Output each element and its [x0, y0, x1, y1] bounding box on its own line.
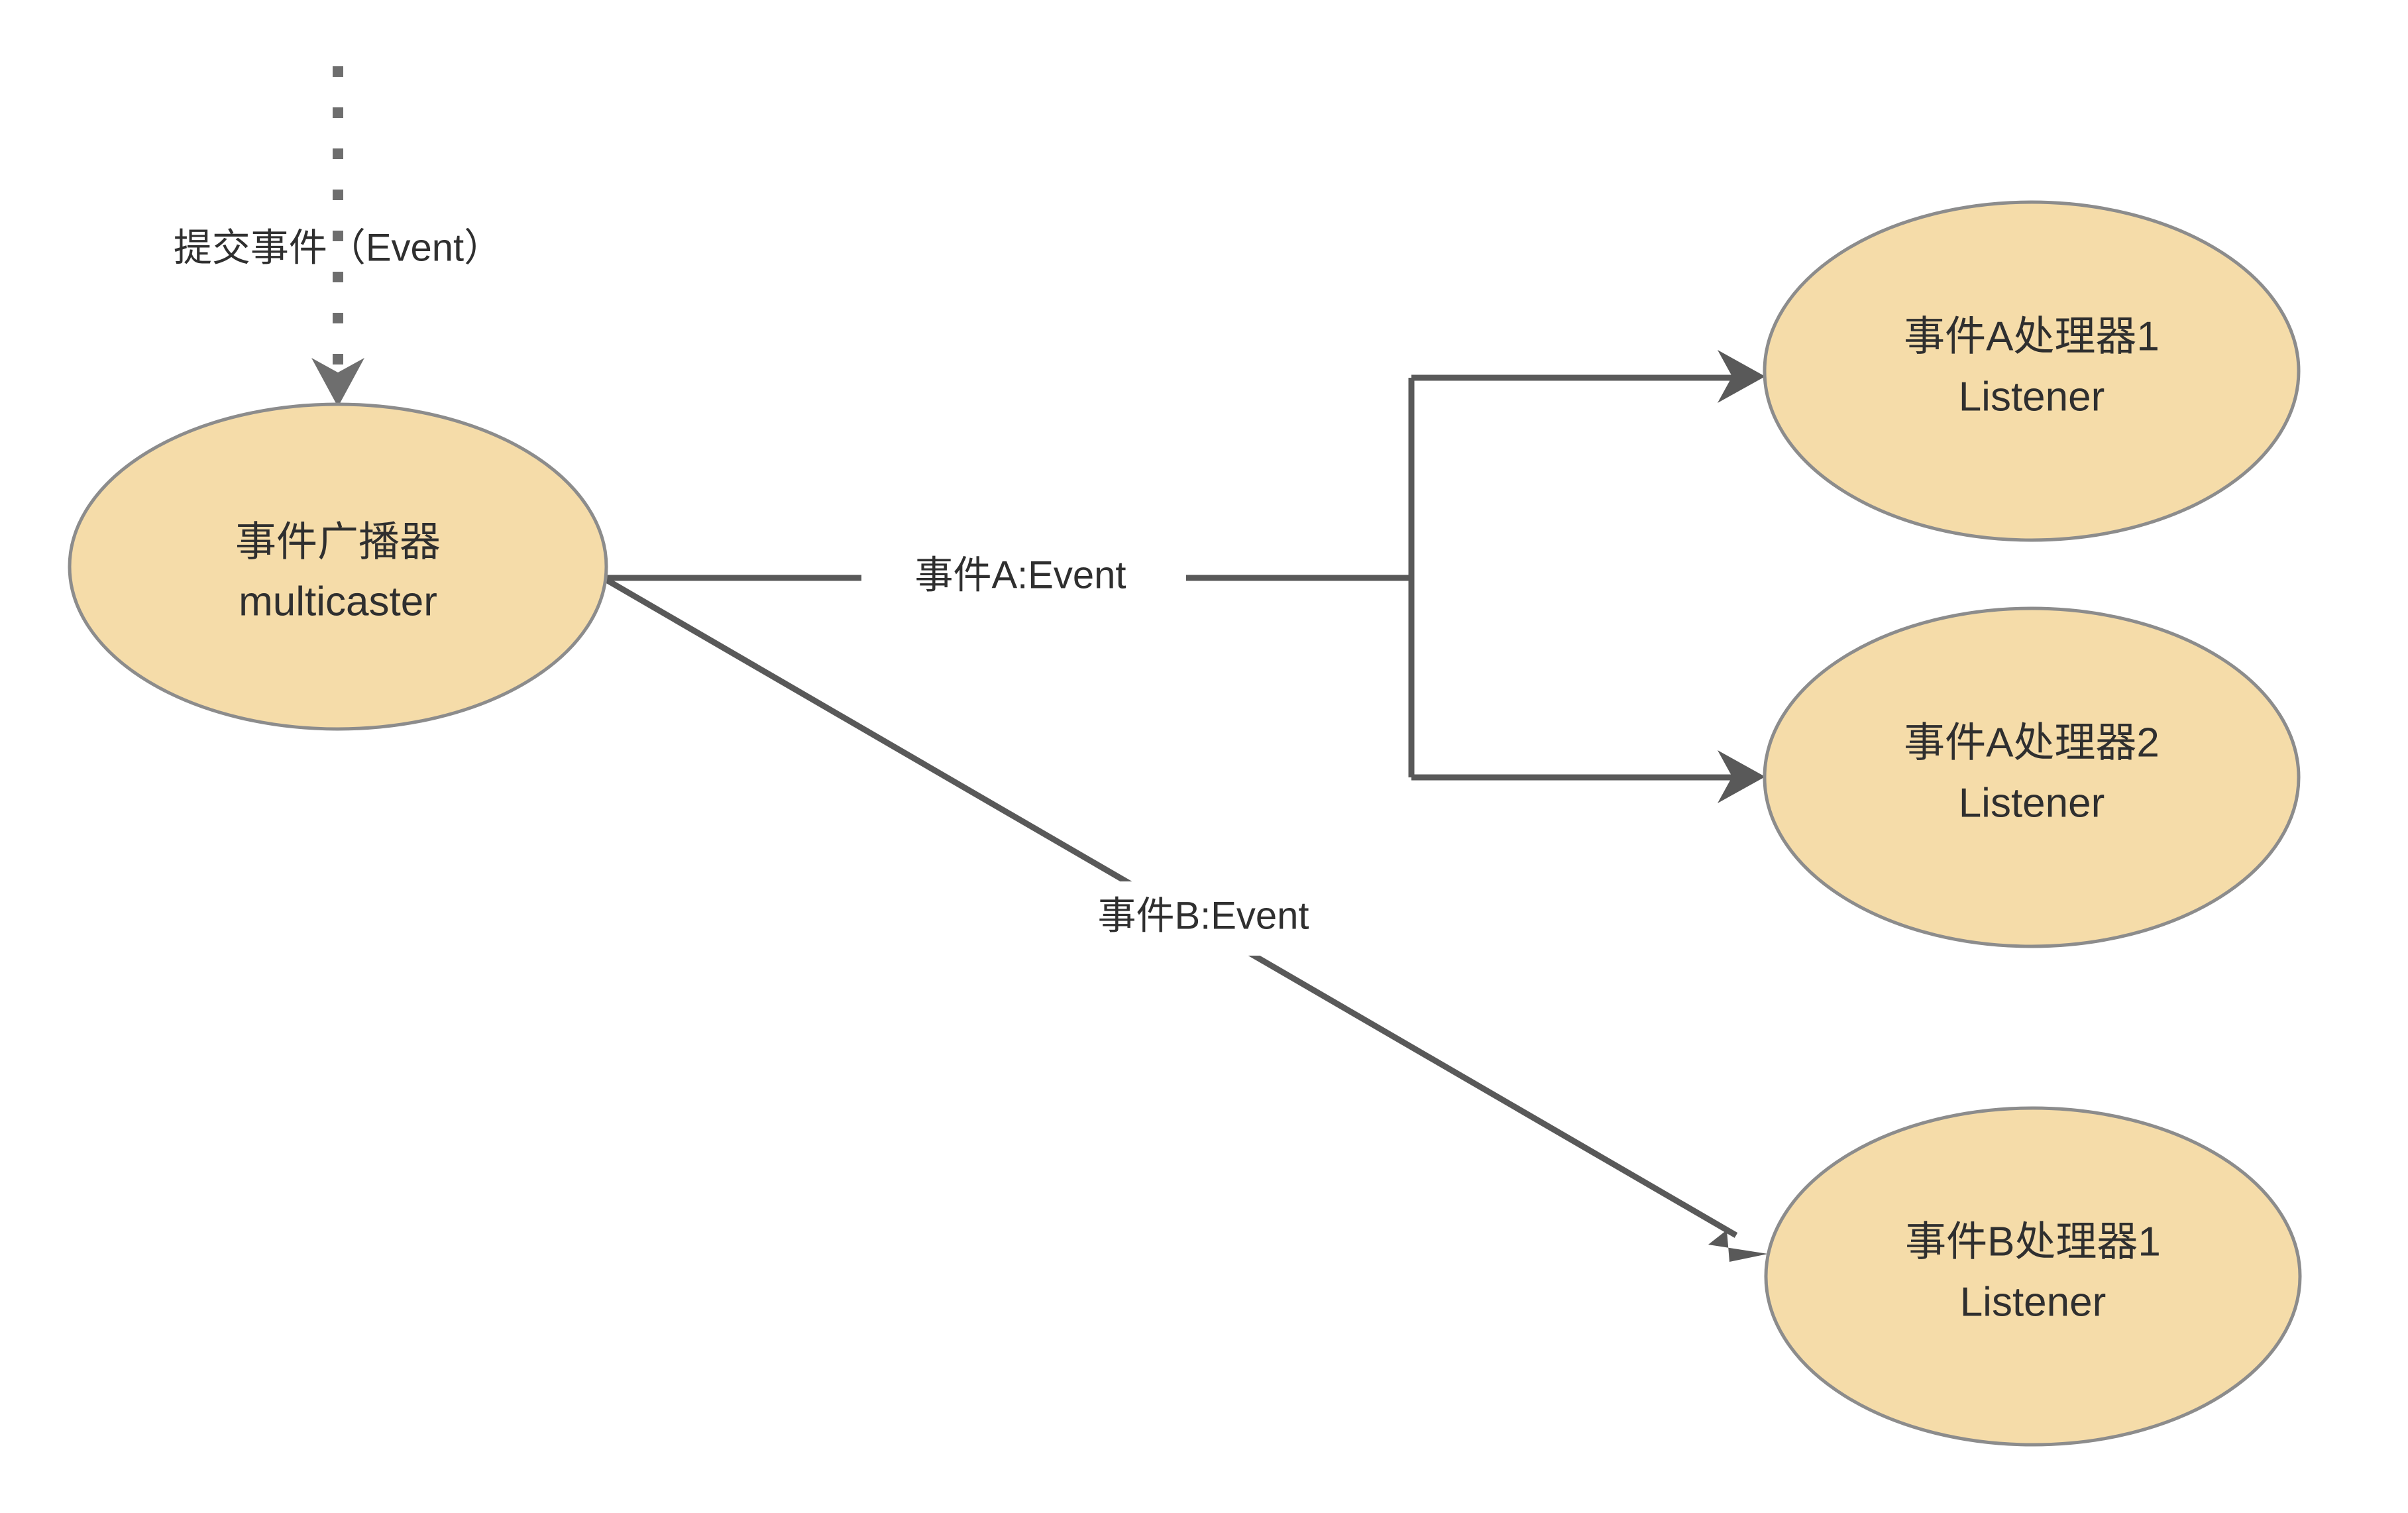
multicaster-label-line1: 事件广播器 — [235, 519, 441, 565]
event-b-arrowhead-icon — [1708, 1230, 1768, 1262]
listener-b1-ellipse[interactable] — [1764, 1106, 2302, 1447]
event-a-branch-bottom-arrowhead-icon — [1718, 750, 1765, 803]
edge-publish-event — [311, 66, 364, 407]
listener-b1-label-line2: Listener — [1960, 1279, 2107, 1325]
node-multicaster[interactable]: 事件广播器 multicaster — [68, 402, 608, 731]
multicaster-label-line2: multicaster — [239, 579, 437, 624]
listener-a1-label-line1: 事件A处理器1 — [1904, 313, 2160, 359]
listener-a1-label-line2: Listener — [1959, 374, 2105, 420]
listener-b1-label-line1: 事件B处理器1 — [1905, 1219, 2161, 1264]
edge-label-event-a: 事件A:Event — [914, 553, 1126, 596]
event-b-label-backdrop — [1046, 881, 1364, 956]
publish-event-arrowhead-icon — [311, 358, 364, 407]
event-a-branch-top-arrowhead-icon — [1718, 350, 1765, 403]
listener-a2-label-line1: 事件A处理器2 — [1904, 720, 2160, 765]
node-listener-b1[interactable]: 事件B处理器1 Listener — [1764, 1106, 2302, 1447]
node-listener-a2[interactable]: 事件A处理器2 Listener — [1763, 606, 2301, 948]
event-a-label-backdrop — [861, 542, 1186, 615]
listener-a2-label-line2: Listener — [1959, 780, 2105, 826]
listener-a1-ellipse[interactable] — [1763, 200, 2301, 542]
node-listener-a1[interactable]: 事件A处理器1 Listener — [1763, 200, 2301, 542]
edge-label-publish-event: 提交事件（Event） — [174, 226, 502, 269]
multicaster-ellipse[interactable] — [68, 402, 608, 731]
listener-a2-ellipse[interactable] — [1763, 606, 2301, 948]
edge-label-event-b: 事件B:Event — [1097, 894, 1309, 937]
